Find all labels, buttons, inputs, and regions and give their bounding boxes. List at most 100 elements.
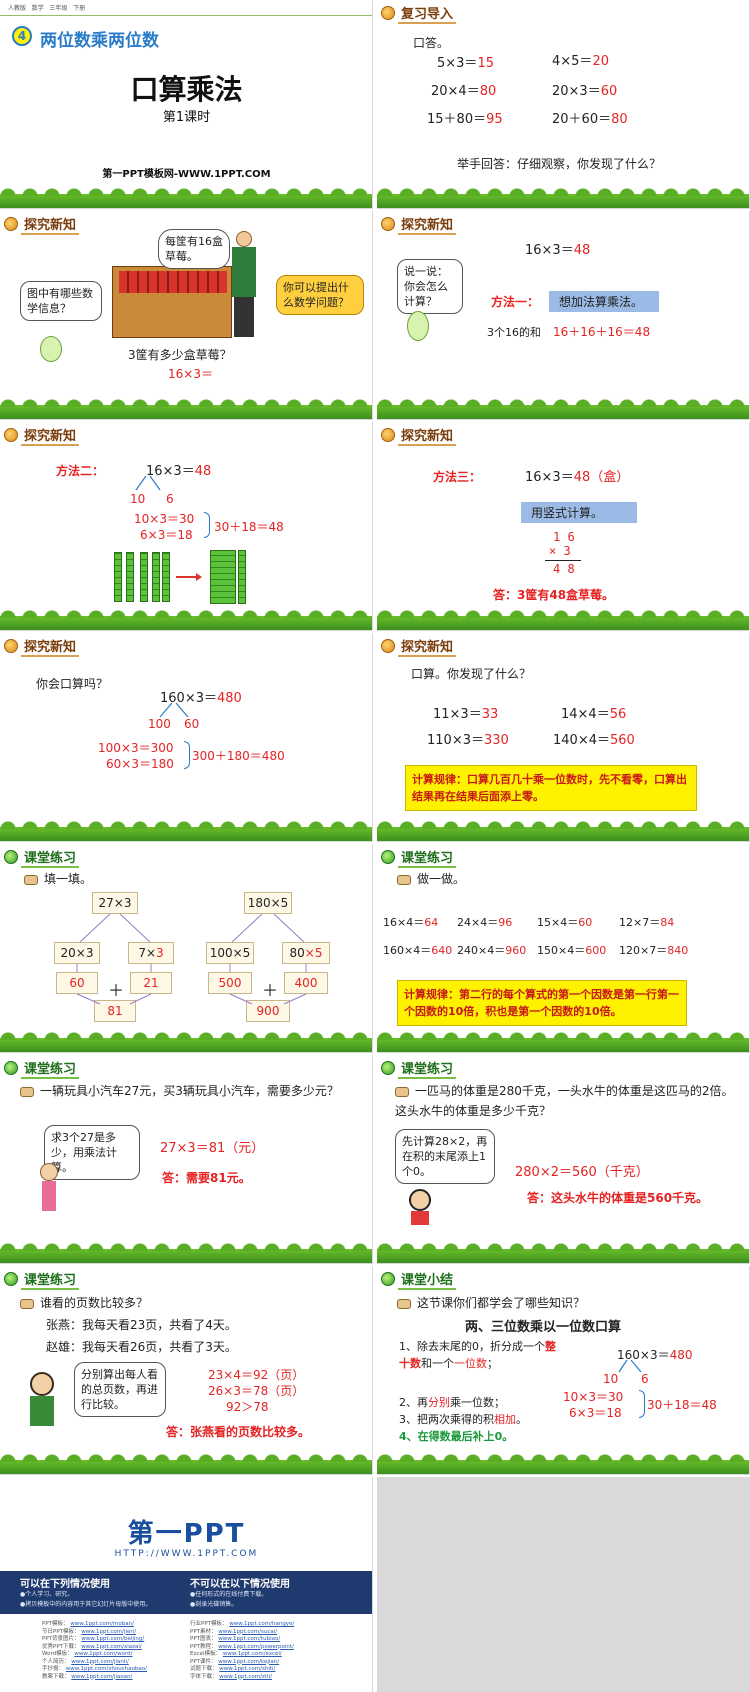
equation: 20＋60＝80 [552,108,628,127]
link-row[interactable]: 节日PPT模板： www.1ppt.com/jieri/ [42,1629,147,1637]
equation-question: 240×4＝ [457,944,506,957]
equation: 11×3＝33 [433,703,498,722]
split-part: 10 [130,492,146,506]
link-url[interactable]: www.1ppt.com/hangye/ [229,1621,295,1627]
slide-explore-6: 探究新知 口算。你发现了什么？ 11×3＝33 14×4＝56 110×3＝33… [377,633,750,842]
speech-bubble: 求3个27是多少，用乘法计算。 [44,1125,140,1180]
problem-text: 一匹马的体重是280千克，一头水牛的体重是这匹马的2倍。这头水牛的体重是多少千克… [395,1084,734,1118]
section-tag: 课堂小结 [381,1270,457,1290]
question: 谁看的页数比较多？ [20,1294,148,1311]
slide-license: 第一PPT HTTP://WWW.1PPT.COM 可以在下列情况使用 ●个人学… [0,1477,373,1692]
slide-explore-3: 探究新知 方法二： 16×3＝48 10 6 10×3＝30 6×3＝18 30… [0,422,373,631]
rule-box: 计算规律：第二行的每个算式的第一个因数是第一行第一个因数的10倍，积也是第一个因… [397,980,687,1026]
point-text: 2、再 [399,1396,428,1409]
equation-answer: 960 [505,944,527,957]
calculation: 26×3＝78（页） [208,1384,305,1398]
equation-question: 15×4＝ [537,916,579,929]
speech-bubble: 你可以提出什么数学问题？ [276,275,364,315]
equation-answer: 95 [486,112,503,127]
link-row[interactable]: 手抄报： www.1ppt.com/shouchaobao/ [42,1666,147,1674]
point-text: ； [487,1357,498,1370]
link-row[interactable]: 教案下载： www.1ppt.com/jiaoan/ [42,1674,147,1682]
equation-question: 24×4＝ [457,916,499,929]
link-url[interactable]: www.1ppt.com/kejian/ [218,1658,280,1665]
link-url[interactable]: www.1ppt.com/jieri/ [81,1628,137,1635]
girl-illustration [38,1163,60,1235]
question: 这节课你们都学会了哪些知识？ [397,1294,585,1311]
link-url[interactable]: www.1ppt.com/xiazai/ [81,1643,142,1650]
lesson-title: 口算乘法 [130,73,243,106]
section-tag-label: 探究新知 [21,214,80,235]
link-row[interactable]: PPT图表： www.1ppt.com/tubiao/ [190,1636,294,1644]
link-url[interactable]: www.1ppt.com/excel/ [222,1651,282,1657]
unit-number-badge: 4 [12,26,32,46]
sum-result: 30＋18＝48 [647,1398,717,1412]
equation-answer: 840 [667,944,689,957]
breadcrumb-item: 三年级 [49,5,68,12]
link-row[interactable]: 个人简历： www.1ppt.com/jianli/ [42,1659,147,1667]
expression: 160×3＝480 [617,1346,693,1363]
grass-decoration [377,1030,749,1052]
vertical-top: 1 6 [553,530,575,544]
slide-explore-4: 探究新知 方法三： 16×3＝48（盒） 用竖式计算。 1 6 × 3 4 8 … [377,422,750,631]
empty-area [377,1477,750,1692]
point-highlight: 一位数 [454,1357,487,1370]
split-part: 60 [184,717,200,731]
split-arrows [135,475,161,491]
equation-question: 16×4＝ [383,916,425,929]
link-row[interactable]: 字体下载： www.1ppt.com/ziti/ [190,1674,294,1682]
link-row[interactable]: Excel模板： www.1ppt.com/excel/ [190,1651,294,1659]
expression-question: 16×3＝ [146,464,195,479]
strawberry-stall-illustration [112,266,232,338]
link-row[interactable]: Word模板： www.1ppt.com/word/ [42,1651,147,1659]
link-url[interactable]: www.1ppt.com/tubiao/ [218,1636,281,1642]
link-url[interactable]: www.1ppt.com/jiaoan/ [71,1673,133,1680]
vertical-line [545,560,581,561]
link-row[interactable]: 优秀PPT下载： www.1ppt.com/xiazai/ [42,1644,147,1652]
equation: 15＋80＝95 [427,108,503,127]
link-label: PPT教程： [190,1643,217,1650]
link-url[interactable]: www.1ppt.com/powerpoint/ [218,1643,294,1650]
prompt: 口答。 [413,36,450,50]
link-url[interactable]: www.1ppt.com/shouchaobao/ [65,1666,148,1672]
section-tag-label: 课堂练习 [21,847,80,868]
link-url[interactable]: www.1ppt.com/ziti/ [219,1673,272,1680]
tree-node: 80×5 [282,942,330,964]
rule-box: 计算规律：口算几百几十乘一位数时，先不看零，口算出结果再在结果后面添上零。 [405,765,697,811]
link-row[interactable]: 试题下载： www.1ppt.com/shiti/ [190,1666,294,1674]
point-text: 。 [516,1413,527,1426]
rule-label: 计算规律： [404,988,459,1001]
slide-practice-4: 课堂练习 一匹马的体重是280千克，一头水牛的体重是这匹马的2倍。这头水牛的体重… [377,1055,750,1264]
equation: 14×4＝56 [561,703,626,722]
section-tag: 课堂练习 [4,1059,80,1079]
link-row[interactable]: PPT背景图片： www.1ppt.com/beijing/ [42,1636,147,1644]
partial-product: 10×3＝30 [563,1390,624,1404]
pointing-hand-icon [395,1086,409,1097]
ten-rod [162,552,170,602]
link-url[interactable]: www.1ppt.com/beijing/ [81,1636,145,1642]
link-url[interactable]: www.1ppt.com/shiti/ [219,1666,276,1672]
node-text: 7× [138,946,157,960]
answer: 答：3筐有48盒草莓。 [493,588,615,602]
rule-text: 第二行的每个算式的第一个因数是第一行第一个因数的10倍，积也是第一个因数的10倍… [404,988,679,1018]
tree-node: 7×3 [128,942,174,964]
link-label: 试题下载： [190,1666,218,1672]
link-url[interactable]: www.1ppt.com/moban/ [70,1621,134,1627]
link-row[interactable]: PPT素材： www.1ppt.com/sucai/ [190,1629,294,1637]
equation: 20×4＝80 [431,80,496,99]
grass-decoration [0,397,372,419]
link-url[interactable]: www.1ppt.com/jianli/ [71,1658,129,1665]
section-tag: 课堂练习 [4,847,80,868]
link-row[interactable]: PPT教程： www.1ppt.com/powerpoint/ [190,1644,294,1652]
equation: 4×5＝20 [552,50,609,69]
equation-answer: 640 [431,944,453,957]
link-row[interactable]: 行业PPT模板： www.1ppt.com/hangye/ [190,1621,294,1629]
link-url[interactable]: www.1ppt.com/word/ [74,1651,133,1657]
snail-icon [4,639,18,653]
summary-point: 3、把两次乘得的积相加。 [399,1411,527,1427]
tree-value: 400 [284,972,328,994]
rule-text: 口算几百几十乘一位数时，先不看零，口算出结果再在结果后面添上零。 [412,773,687,803]
link-row[interactable]: PPT课件： www.1ppt.com/kejian/ [190,1659,294,1667]
link-url[interactable]: www.1ppt.com/sucai/ [218,1628,278,1635]
link-row[interactable]: PPT模板： www.1ppt.com/moban/ [42,1621,147,1629]
